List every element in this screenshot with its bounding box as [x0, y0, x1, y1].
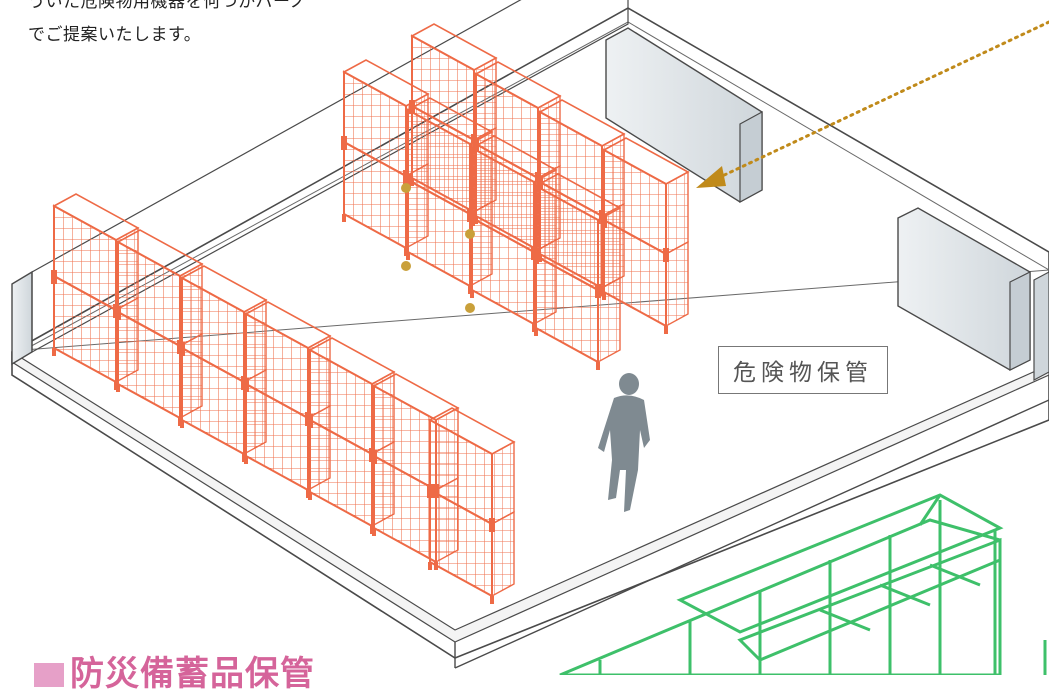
section-heading-title: 防災備蓄品保管 [70, 654, 315, 694]
intro-line-1: ういた危険物用機器を何つかバーノ [28, 0, 307, 12]
zone-label: 危険物保管 [718, 346, 888, 394]
cage-cluster-back [339, 22, 690, 372]
intro-line-2: でご提案いたします。 [28, 25, 202, 45]
section-heading: 防災備蓄品保管 [34, 646, 315, 695]
green-rack [559, 493, 1047, 675]
intro-text: ういた危険物用機器を何つかバーノ でご提案いたします。 [28, 0, 307, 52]
walls [11, 0, 1049, 381]
dotted-arrow-icon [696, 20, 1049, 188]
warehouse-diagram [11, 0, 1049, 675]
person-silhouette-icon [598, 373, 650, 512]
